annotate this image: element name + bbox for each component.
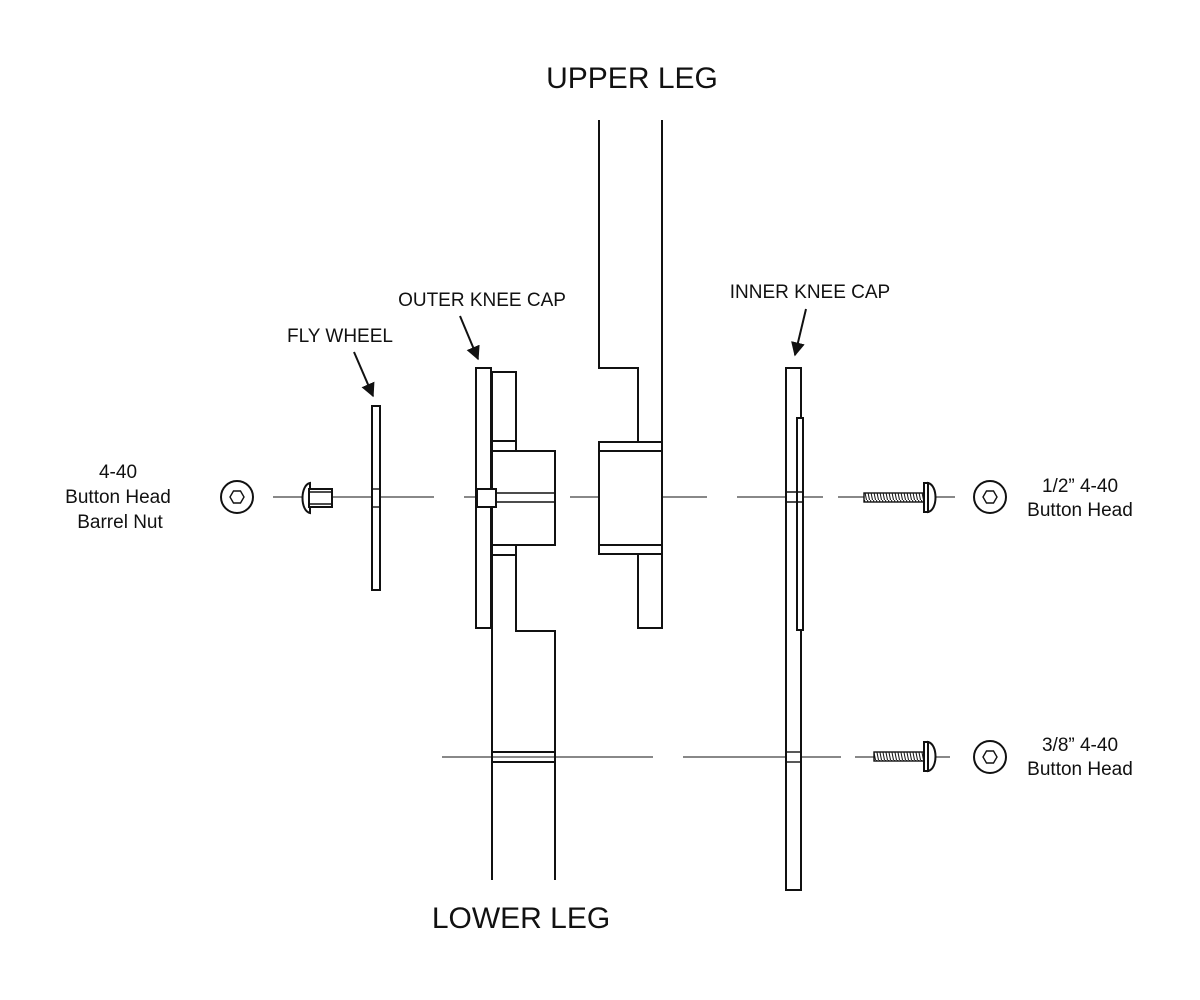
inner-knee-cap-part — [785, 367, 804, 891]
three-eighths-screw-label-line-1: 3/8” 4-40 — [1042, 735, 1118, 756]
barrel-nut-label: 4-40 Button Head Barrel Nut — [65, 462, 171, 533]
button-head-screw-icon — [873, 740, 937, 773]
button-head-screw-icon — [863, 481, 937, 514]
three-eighths-screw-label-line-2: Button Head — [1027, 759, 1133, 780]
inner-knee-cap-arrow-icon — [791, 308, 807, 357]
half-inch-screw-label-line-2: Button Head — [1027, 500, 1133, 521]
barrel-nut-icon — [301, 481, 333, 515]
hex-socket-icon — [973, 740, 1007, 774]
barrel-nut-label-line-1: 4-40 — [99, 462, 137, 483]
upper-leg-part — [598, 120, 663, 629]
hex-socket-icon — [973, 480, 1007, 514]
half-inch-screw-label-line-1: 1/2” 4-40 — [1042, 476, 1118, 497]
fly-wheel-part — [371, 405, 381, 591]
fly-wheel-arrow-icon — [353, 351, 375, 398]
outer-knee-cap-part — [475, 367, 556, 629]
inner-knee-cap-label: INNER KNEE CAP — [730, 282, 890, 303]
lower-leg-title: LOWER LEG — [432, 902, 610, 935]
three-eighths-screw-label: 3/8” 4-40 Button Head — [1027, 735, 1133, 780]
outer-knee-cap-label: OUTER KNEE CAP — [398, 290, 566, 311]
fly-wheel-label: FLY WHEEL — [287, 326, 393, 347]
upper-leg-title: UPPER LEG — [546, 62, 718, 95]
outer-knee-cap-arrow-icon — [459, 315, 480, 361]
hex-socket-icon — [220, 480, 254, 514]
barrel-nut-label-line-2: Button Head — [65, 487, 171, 508]
barrel-nut-label-line-3: Barrel Nut — [77, 512, 163, 533]
half-inch-screw-label: 1/2” 4-40 Button Head — [1027, 476, 1133, 521]
